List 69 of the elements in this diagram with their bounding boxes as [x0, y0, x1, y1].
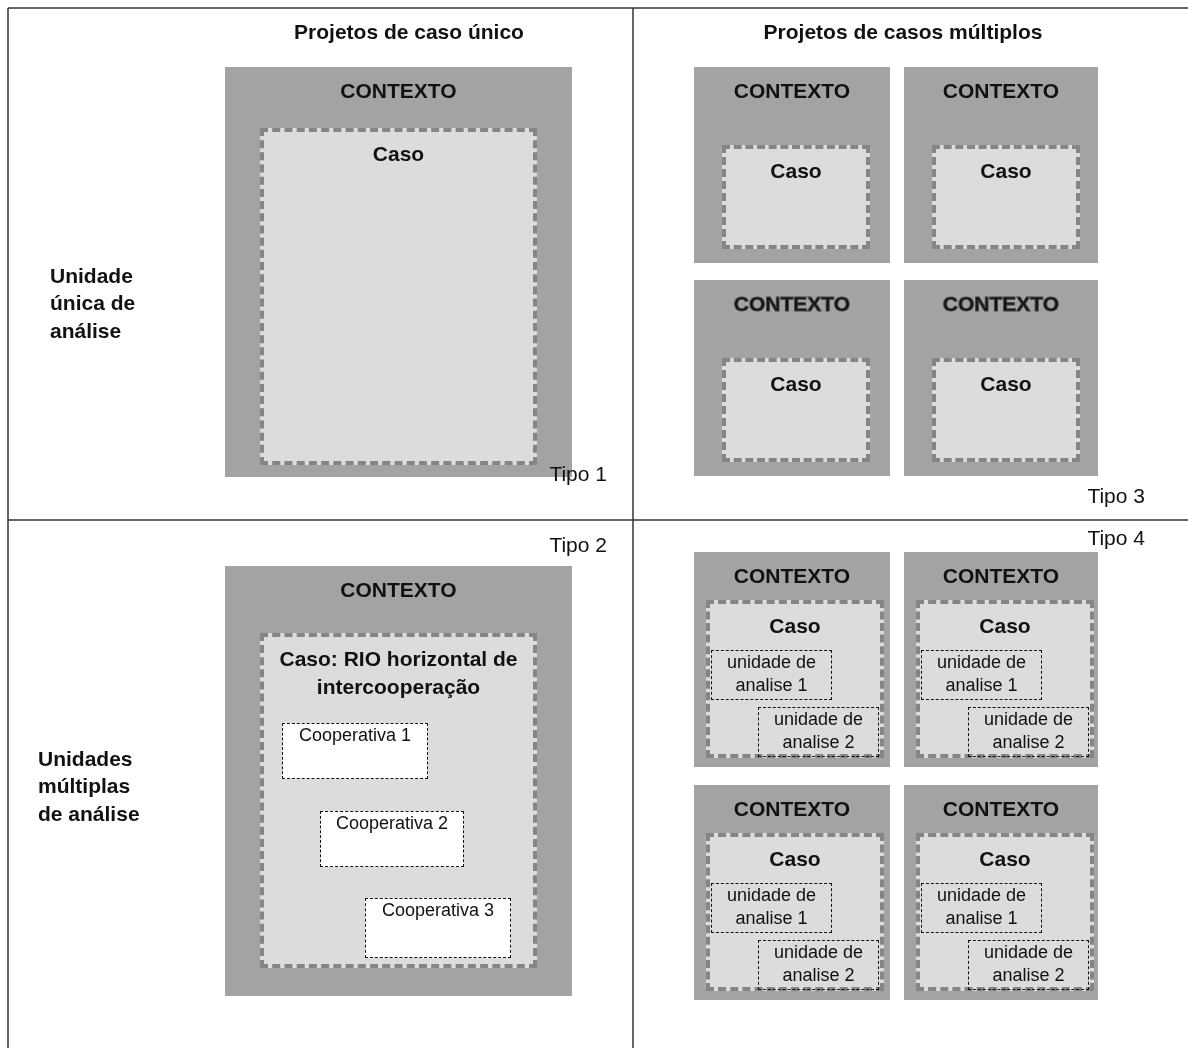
unit-label: unidade de analise 2 [772, 708, 865, 755]
context-box [694, 280, 890, 476]
context-box [694, 552, 890, 767]
context-label: CONTEXTO [941, 292, 1061, 316]
case-label: Caso [769, 158, 823, 184]
case-label: Caso [978, 613, 1032, 639]
case-label: Caso [979, 371, 1033, 397]
context-label: CONTEXTO [941, 797, 1061, 821]
unit-box [968, 940, 1089, 990]
context-label: CONTEXTO [732, 79, 852, 103]
context-label: CONTEXTO [941, 79, 1061, 103]
row-heading: Unidade única de análise [50, 263, 137, 344]
unit-box [711, 883, 832, 933]
context-label: CONTEXTO [732, 564, 852, 588]
cooperative-box [320, 811, 464, 867]
context-box [694, 785, 890, 1000]
case-box [932, 358, 1080, 462]
context-box [904, 552, 1098, 767]
context-box [904, 67, 1098, 263]
case-box [916, 833, 1094, 991]
unit-label: unidade de analise 2 [982, 941, 1075, 988]
unit-label: unidade de analise 1 [725, 651, 818, 698]
context-label: CONTEXTO [732, 797, 852, 821]
case-box [706, 833, 884, 991]
context-label: CONTEXTO [339, 578, 458, 602]
cooperative-box [282, 723, 428, 779]
context-label: CONTEXTO [941, 564, 1061, 588]
context-box [904, 280, 1098, 476]
unit-box [921, 650, 1042, 700]
context-box [225, 566, 572, 996]
unit-label: unidade de analise 1 [725, 884, 818, 931]
case-label: Caso [371, 141, 426, 167]
cooperative-label: Cooperativa 2 [334, 812, 450, 835]
unit-label: unidade de analise 2 [982, 708, 1075, 755]
unit-box [711, 650, 832, 700]
column-heading: Projetos de casos múltiplos [763, 20, 1043, 44]
case-label: Caso [979, 158, 1033, 184]
column-heading: Projetos de caso único [294, 20, 524, 44]
case-box [932, 145, 1080, 249]
context-label: CONTEXTO [732, 292, 852, 316]
unit-label: unidade de analise 2 [772, 941, 865, 988]
case-box [260, 633, 537, 968]
case-box [260, 128, 537, 465]
type-label: Tipo 1 [549, 462, 607, 486]
context-box [904, 785, 1098, 1000]
cooperative-label: Cooperativa 1 [297, 724, 413, 747]
case-label: Caso [769, 371, 823, 397]
type-label: Tipo 2 [549, 533, 607, 557]
case-label: Caso [768, 846, 822, 872]
case-label: Caso: RIO horizontal de intercooperação [278, 646, 519, 701]
unit-box [921, 883, 1042, 933]
case-box [916, 600, 1094, 758]
type-label: Tipo 4 [1087, 526, 1145, 550]
unit-label: unidade de analise 1 [935, 884, 1028, 931]
case-box [706, 600, 884, 758]
case-label: Caso [768, 613, 822, 639]
unit-label: unidade de analise 1 [935, 651, 1028, 698]
cooperative-label: Cooperativa 3 [380, 899, 496, 922]
unit-box [758, 707, 879, 757]
case-box [722, 145, 870, 249]
context-label: CONTEXTO [339, 79, 458, 103]
context-box [694, 67, 890, 263]
case-label: Caso [978, 846, 1032, 872]
case-box [722, 358, 870, 462]
unit-box [968, 707, 1089, 757]
cooperative-box [365, 898, 511, 958]
unit-box [758, 940, 879, 990]
type-label: Tipo 3 [1087, 484, 1145, 508]
row-heading: Unidades múltiplas de análise [38, 746, 141, 827]
